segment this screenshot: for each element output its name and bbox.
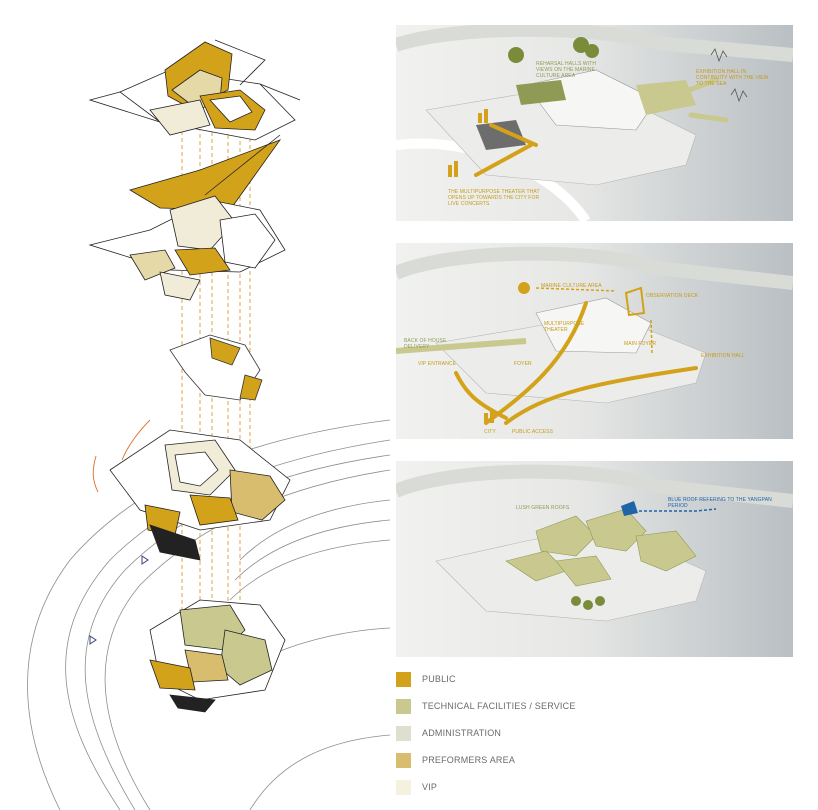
legend-swatch-technical (396, 699, 411, 714)
annotation-blue-roof: BLUE ROOF REFERING TO THE YANGPAN PERIOD (668, 497, 772, 509)
panel-circulation-drawing (396, 246, 793, 425)
legend-item-performers: PREFORMERS AREA (396, 753, 696, 769)
annotation-exhibition-hall-2: EXHIBITION HALL (701, 353, 745, 359)
panel-program-drawing (396, 25, 793, 221)
annotation-marine-culture: MARINE CULTURE AREA (541, 283, 602, 289)
annotation-public-access: PUBLIC ACCESS (512, 429, 554, 435)
annotation-back-of-house: BACK OF HOUSE DELIVERY (404, 338, 447, 350)
annotation-observation-deck: OBSERVATION DECK (646, 293, 699, 299)
annotation-main-foyer: MAIN FOYER (624, 341, 657, 347)
legend-item-administration: ADMINISTRATION (396, 726, 696, 742)
level-upper (88, 134, 286, 301)
diagram-panel-roofs: LUSH GREEN ROOFS BLUE ROOF REFERING TO T… (396, 461, 793, 657)
legend-label-public: PUBLIC (422, 674, 456, 684)
diagram-panel-circulation: MARINE CULTURE AREA OBSERVATION DECK MUL… (396, 243, 793, 439)
wave-icons (710, 48, 748, 103)
building-icons (448, 109, 488, 177)
annotation-multipurpose-theater: THE MULTIPURPOSE THEATER THAT OPENS UP T… (448, 189, 540, 207)
legend-label-administration: ADMINISTRATION (422, 728, 502, 738)
circulation-thin-arrows (535, 287, 653, 354)
tree-icons-roofs (571, 596, 605, 610)
level-basement (149, 599, 286, 713)
annotation-green-roofs: LUSH GREEN ROOFS (516, 505, 570, 511)
annotation-city: CITY (484, 429, 496, 435)
program-arrows (474, 123, 538, 177)
orange-access-lines (92, 419, 151, 493)
legend-label-technical: TECHNICAL FACILITIES / SERVICE (422, 701, 576, 711)
panel-roofs-drawing (396, 464, 793, 622)
annotation-vip-entrance: VIP ENTRANCE (418, 361, 457, 367)
annotation-multipurpose-theater-2: MULTIPURPOSE THEATER (544, 321, 585, 333)
annotation-rehearsal-halls: REHARSAL HALLS WITH VIEWS ON THE MARINE … (536, 61, 597, 79)
legend-swatch-vip (396, 780, 411, 795)
green-roofs (505, 508, 697, 587)
level-ground (109, 429, 291, 561)
annotation-exhibition-hall: EXHIBITION HALL IN CONTINUITY WITH THE V… (696, 69, 769, 87)
level-middle (169, 334, 263, 401)
diagram-panel-program: REHARSAL HALLS WITH VIEWS ON THE MARINE … (396, 25, 793, 221)
annotation-foyer: FOYER (514, 361, 532, 367)
legend-swatch-performers (396, 753, 411, 768)
legend-item-technical: TECHNICAL FACILITIES / SERVICE (396, 699, 696, 715)
legend-label-vip: VIP (422, 782, 438, 792)
level-roof (88, 39, 301, 141)
legend-swatch-administration (396, 726, 411, 741)
legend-item-public: PUBLIC (396, 672, 696, 688)
site-road-lines (27, 419, 390, 810)
marine-tree-icon (518, 282, 530, 294)
exploded-axonometric-drawing (27, 39, 390, 810)
exhibition-arrows (673, 77, 729, 123)
legend-item-vip: VIP (396, 780, 696, 796)
blue-marker-triangles (89, 555, 149, 645)
legend-swatch-public (396, 672, 411, 687)
tree-icons (508, 37, 599, 63)
circulation-arrows (454, 301, 698, 425)
legend-label-performers: PREFORMERS AREA (422, 755, 516, 765)
city-icon (484, 409, 494, 423)
